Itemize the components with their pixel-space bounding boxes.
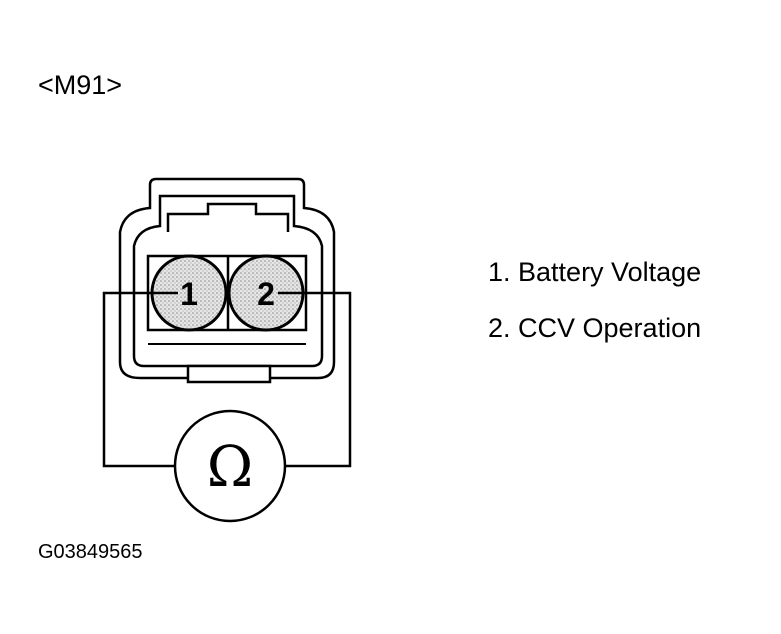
pin-1-label: 1 bbox=[180, 276, 198, 312]
ohmmeter-symbol bbox=[173, 409, 287, 523]
connector-code-label: <M91> bbox=[38, 70, 123, 100]
connector-housing-inner bbox=[132, 194, 324, 368]
pin-2-label: 2 bbox=[257, 276, 275, 312]
legend-item-battery-voltage: 1. Battery Voltage bbox=[488, 257, 702, 287]
legend-item-ccv-operation: 2. CCV Operation bbox=[488, 313, 702, 343]
connector-bottom-key bbox=[186, 364, 272, 384]
pin-legend: 1. Battery Voltage 2. CCV Operation bbox=[488, 244, 701, 356]
ohm-icon: Ω bbox=[207, 435, 253, 500]
figure-id: G03849565 bbox=[38, 541, 143, 563]
meter-test-lead bbox=[102, 291, 352, 468]
connector-latch-tab bbox=[166, 202, 290, 232]
connector-housing-outer bbox=[118, 177, 336, 380]
